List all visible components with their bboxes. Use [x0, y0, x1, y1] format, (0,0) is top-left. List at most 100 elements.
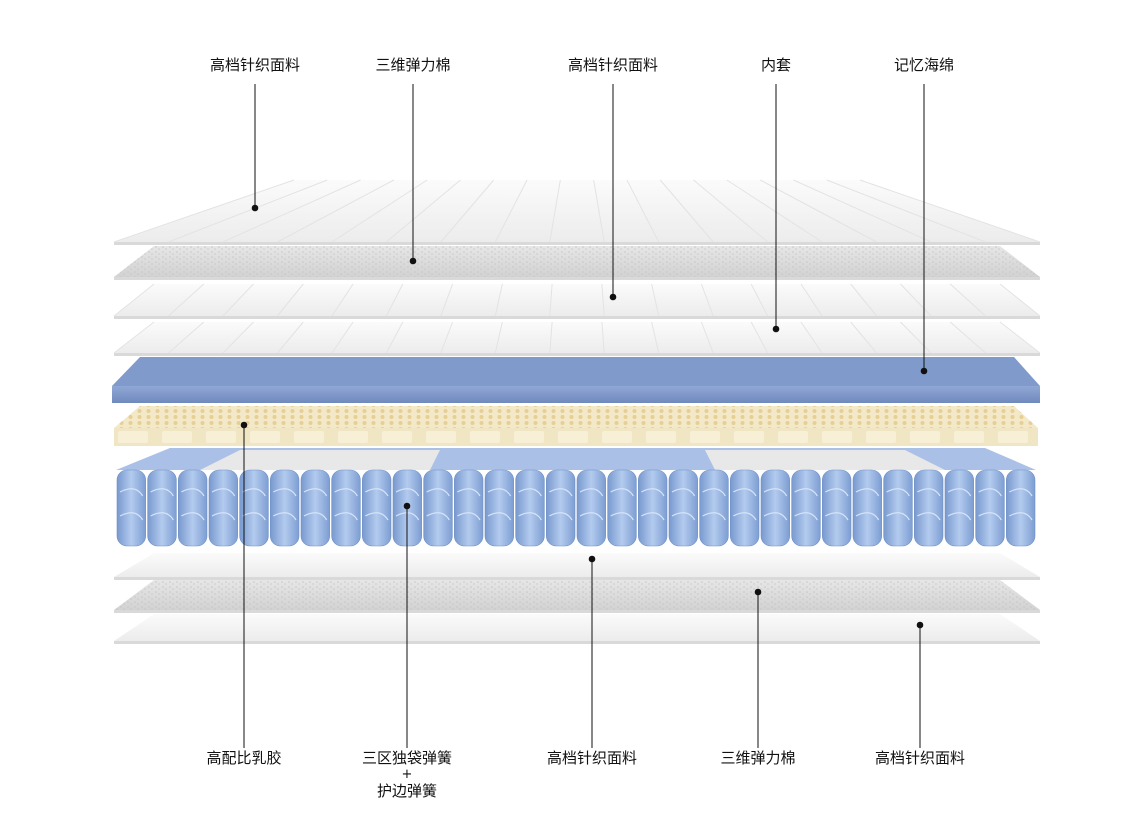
- layer-inner-cover-stitch: [222, 321, 254, 354]
- spring-wire: [365, 488, 389, 521]
- layer-knit-fabric-mid-stitch: [750, 283, 769, 317]
- spring-coil: [760, 469, 790, 547]
- spring-coil: [147, 469, 177, 547]
- foam-edge: [112, 386, 1040, 403]
- spring-coil: [515, 469, 545, 547]
- latex-cell: [162, 431, 192, 443]
- layer-top-knit-fabric-stitch: [593, 179, 605, 243]
- latex-cell: [426, 431, 456, 443]
- layer-top-knit-fabric-stitch: [440, 179, 495, 243]
- layer-inner-cover-stitch: [750, 321, 769, 354]
- layer-knit-fabric-mid-surface: [114, 284, 1040, 316]
- latex-cell: [822, 431, 852, 443]
- layer-inner-cover-stitch: [949, 321, 986, 354]
- layer-bottom-knit-fabric: [114, 553, 1040, 580]
- label-bottom-latex: 高配比乳胶: [206, 749, 282, 767]
- layer-top-knit-fabric-stitch: [168, 179, 328, 243]
- layer-knit-fabric-mid-stitch: [168, 283, 205, 317]
- layer-top-knit-fabric-stitch: [549, 179, 561, 243]
- spring-coil: [239, 469, 269, 547]
- spring-wire: [211, 488, 236, 521]
- spring-wire: [119, 488, 144, 521]
- leader-top-4-dot: [920, 367, 928, 375]
- spring-wire: [733, 488, 757, 521]
- layer-knit-fabric-mid-stitch: [222, 283, 254, 317]
- layer-pocket-springs: [116, 448, 1036, 547]
- layer-top-knit-fabric-stitch: [659, 179, 714, 243]
- layer-knit-fabric-mid-stitch: [949, 283, 986, 317]
- spring-wire: [334, 488, 358, 521]
- spring-wire: [395, 488, 420, 521]
- layer-bottom-knit-fabric-2-surface: [114, 614, 1040, 641]
- spring-wire: [273, 488, 297, 521]
- layer-latex: [114, 406, 1038, 446]
- spring-wire: [549, 488, 573, 521]
- latex-cell: [646, 431, 676, 443]
- spring-wire: [487, 488, 512, 521]
- label-top-memory-foam: 记忆海绵: [893, 56, 955, 74]
- spring-coil: [822, 469, 852, 547]
- latex-cell: [558, 431, 588, 443]
- latex-cell: [602, 431, 632, 443]
- layer-inner-cover-edge: [114, 353, 1040, 356]
- layer-inner-cover-stitch: [277, 321, 304, 354]
- spring-coil: [638, 469, 668, 547]
- layer-inner-cover-surface: [114, 322, 1040, 353]
- spring-coil: [730, 469, 760, 547]
- spring-coil: [576, 469, 606, 547]
- spring-wire: [303, 488, 328, 521]
- cotton-speckle: [114, 246, 1040, 277]
- spring-coil: [791, 469, 821, 547]
- layer-inner-cover: [113, 321, 1041, 356]
- layer-inner-cover-stitch: [113, 321, 155, 354]
- spring-coil: [914, 469, 944, 547]
- spring-coil: [852, 469, 882, 547]
- spring-coil: [484, 469, 514, 547]
- layer-top-knit-fabric-surface: [114, 180, 1040, 242]
- layer-top-knit-fabric-stitch: [331, 179, 428, 243]
- layer-top-knit-fabric-stitch: [626, 179, 660, 243]
- leader-top-2-dot: [609, 293, 617, 301]
- spring-coil: [546, 469, 576, 547]
- spring-wire: [181, 488, 205, 521]
- latex-cell: [910, 431, 940, 443]
- latex-cell: [250, 431, 280, 443]
- spring-wire: [579, 488, 604, 521]
- leader-bottom-3-dot: [754, 588, 762, 596]
- layer-bottom-knit-fabric-edge: [114, 577, 1040, 580]
- latex-cell: [470, 431, 500, 443]
- layer-top-knit-fabric-stitch: [826, 179, 986, 243]
- spring-wire: [947, 488, 972, 521]
- latex-cell: [954, 431, 984, 443]
- foam-surface: [112, 357, 1040, 386]
- layer-knit-fabric-mid-stitch: [601, 283, 605, 317]
- label-bottom-knit-fabric-2: 高档针织面料: [874, 749, 966, 767]
- layer-knit-fabric-mid-stitch: [440, 283, 454, 317]
- layer-inner-cover-stitch: [549, 321, 553, 354]
- latex-cell: [206, 431, 236, 443]
- layer-inner-cover-stitch: [331, 321, 354, 354]
- label-top-3d-cotton: 三维弹力棉: [375, 56, 451, 74]
- spring-coil: [1006, 469, 1036, 547]
- layer-top-knit-fabric-edge: [114, 242, 1040, 245]
- layer-knit-fabric-mid-stitch: [113, 283, 155, 317]
- layer-top-knit-fabric-stitch: [759, 179, 877, 243]
- layer-3d-cotton-bottom: [114, 580, 1040, 613]
- latex-cell: [734, 431, 764, 443]
- layer-knit-fabric-mid-stitch: [800, 283, 823, 317]
- layer-3d-cotton-top-edge: [114, 277, 1040, 280]
- label-bottom-springs: 三区独袋弹簧 + 护边弹簧: [362, 749, 452, 801]
- spring-wire: [855, 488, 880, 521]
- leader-top-0-dot: [251, 204, 259, 212]
- layer-knit-fabric-mid-stitch: [651, 283, 660, 317]
- layer-inner-cover-stitch: [700, 321, 714, 354]
- layer-bottom-knit-fabric-2: [114, 614, 1040, 644]
- layer-knit-fabric-mid-stitch: [999, 283, 1041, 317]
- latex-cell: [118, 431, 148, 443]
- layer-bottom-knit-fabric-2-edge: [114, 641, 1040, 644]
- latex-cell: [998, 431, 1028, 443]
- layer-inner-cover-stitch: [850, 321, 877, 354]
- spring-coil: [607, 469, 637, 547]
- spring-coil: [944, 469, 974, 547]
